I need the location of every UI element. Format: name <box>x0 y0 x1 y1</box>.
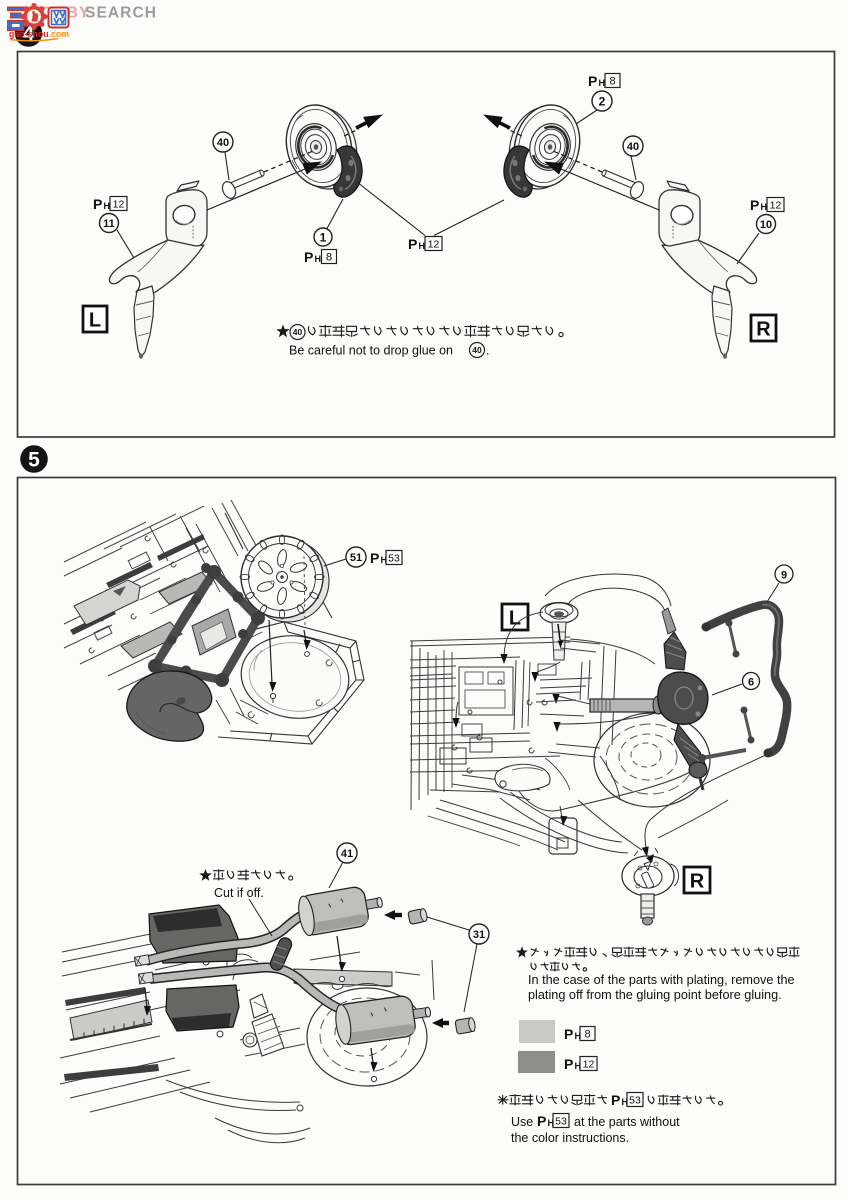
svg-text:H: H <box>548 1118 555 1128</box>
svg-text:SEARCH: SEARCH <box>85 5 157 22</box>
svg-text:40: 40 <box>472 345 482 355</box>
svg-text:53: 53 <box>555 1116 567 1128</box>
svg-text:Use: Use <box>511 1115 533 1129</box>
svg-text:40: 40 <box>293 327 303 337</box>
svg-text:P: P <box>370 550 379 566</box>
svg-text:12: 12 <box>428 239 440 251</box>
svg-text:L: L <box>89 310 101 332</box>
svg-text:at the parts without: at the parts without <box>574 1115 680 1129</box>
svg-text:1: 1 <box>320 231 327 245</box>
svg-text:H: H <box>622 1097 629 1107</box>
svg-text:53: 53 <box>629 1095 641 1107</box>
svg-text:P: P <box>611 1092 620 1108</box>
svg-text:2: 2 <box>599 95 606 109</box>
svg-text:L: L <box>509 608 521 630</box>
svg-text:H: H <box>599 78 606 88</box>
svg-text:41: 41 <box>341 848 353 860</box>
svg-text:8: 8 <box>609 76 615 88</box>
svg-text:H: H <box>419 241 426 251</box>
svg-text:.: . <box>486 344 489 358</box>
svg-text:40: 40 <box>217 137 229 149</box>
svg-text:P: P <box>93 196 102 212</box>
svg-text:H: H <box>104 201 111 211</box>
svg-text:P: P <box>564 1056 573 1072</box>
svg-text:53: 53 <box>388 553 400 565</box>
svg-text:12: 12 <box>583 1059 595 1071</box>
svg-text:51: 51 <box>350 552 362 564</box>
svg-text:5: 5 <box>28 449 40 472</box>
svg-text:plating off from the gluing po: plating off from the gluing point before… <box>528 988 782 1002</box>
svg-text:R: R <box>690 871 705 893</box>
svg-text:12: 12 <box>113 199 125 211</box>
svg-text:In the case of the parts with: In the case of the parts with plating, r… <box>528 973 795 987</box>
svg-text:H: H <box>575 1061 582 1071</box>
svg-text:P: P <box>564 1026 573 1042</box>
svg-text:8: 8 <box>326 252 332 264</box>
svg-text:H: H <box>575 1031 582 1041</box>
svg-text:H: H <box>761 202 768 212</box>
svg-text:P: P <box>750 197 759 213</box>
svg-text:P: P <box>537 1113 546 1129</box>
svg-text:P: P <box>588 73 597 89</box>
svg-text:10: 10 <box>760 219 772 231</box>
svg-text:Be careful not to drop glue on: Be careful not to drop glue on <box>289 344 453 358</box>
svg-text:H: H <box>315 254 322 264</box>
svg-text:9: 9 <box>781 570 787 582</box>
svg-text:P: P <box>408 236 417 252</box>
svg-text:12: 12 <box>770 200 782 212</box>
svg-text:Cut if off.: Cut if off. <box>214 886 264 900</box>
svg-text:31: 31 <box>473 929 485 941</box>
svg-text:gao-shou.com: gao-shou.com <box>9 29 69 39</box>
svg-text:40: 40 <box>627 141 639 153</box>
svg-text:H: H <box>381 555 388 565</box>
svg-text:P: P <box>304 249 313 265</box>
svg-text:8: 8 <box>584 1029 590 1041</box>
svg-text:6: 6 <box>748 677 754 689</box>
svg-text:R: R <box>756 319 771 341</box>
svg-text:the color instructions.: the color instructions. <box>511 1131 629 1145</box>
svg-text:11: 11 <box>103 218 115 230</box>
